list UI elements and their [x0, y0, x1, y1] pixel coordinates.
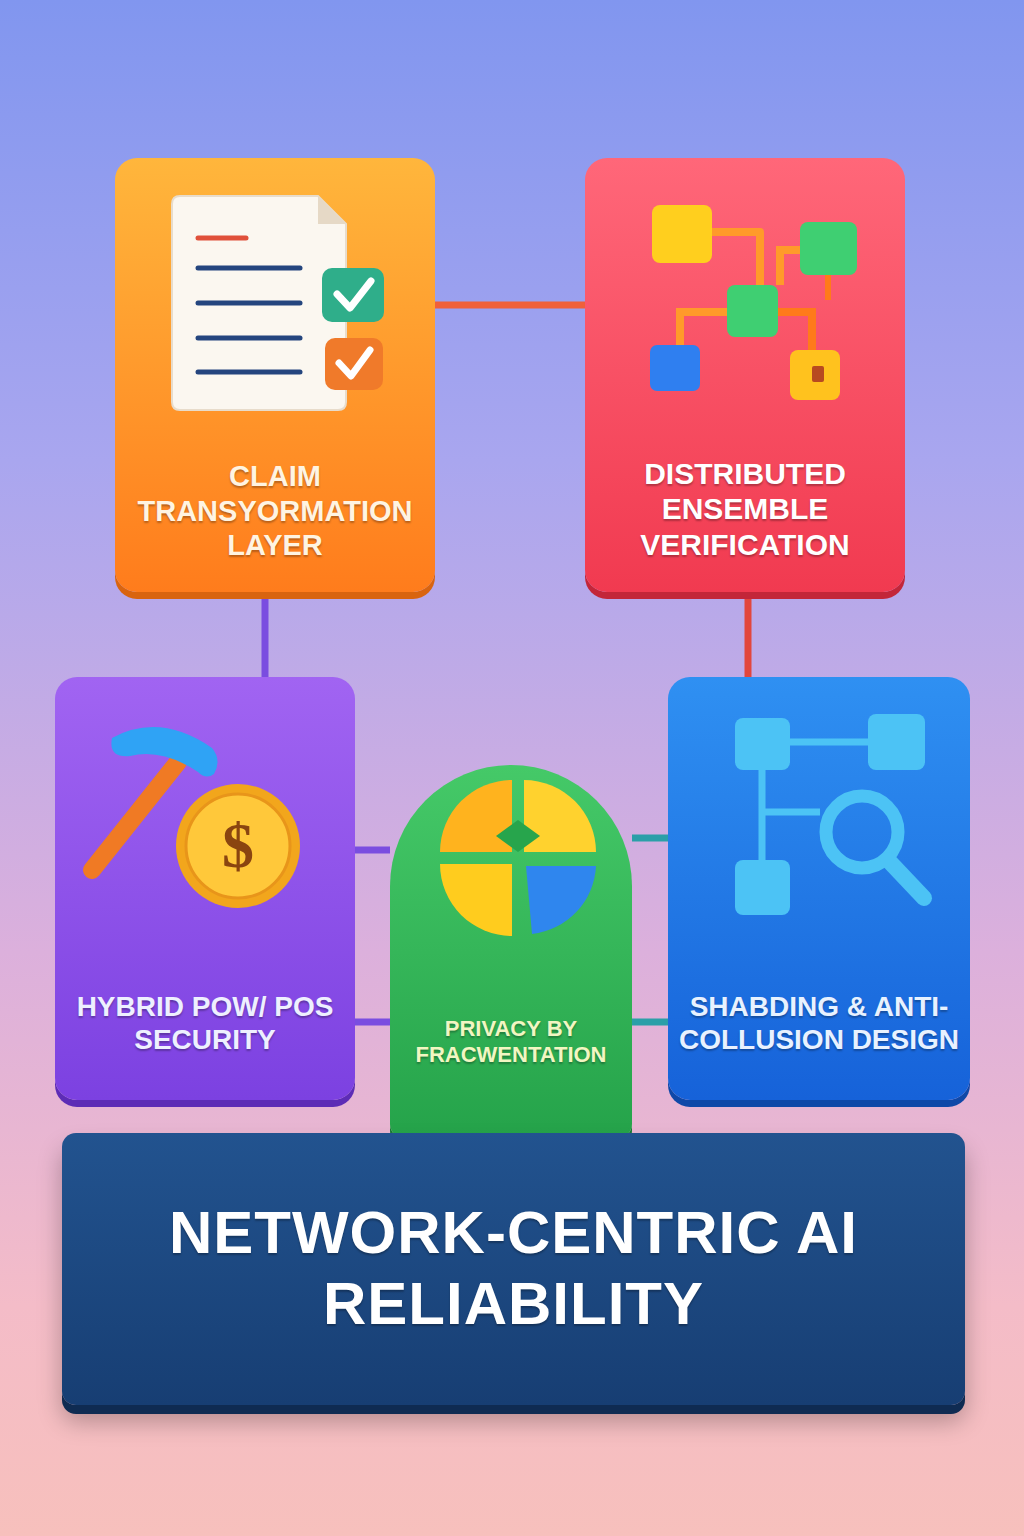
arch-box: PRIVACY BY FRACWENTATION: [390, 765, 632, 1138]
feature-box: HYBRID POW/ POS SECURITY: [55, 677, 355, 1100]
connector-line: [745, 592, 752, 677]
box-label: CLAIM TRANSYORMATION LAYER: [125, 459, 425, 562]
currency-symbol: $: [222, 814, 254, 878]
feature-box: CLAIM TRANSYORMATION LAYER: [115, 158, 435, 592]
feature-box: DISTRIBUTED ENSEMBLE VERIFICATION: [585, 158, 905, 592]
connector-line: [355, 1019, 390, 1026]
fragment-pie-icon: [440, 780, 596, 936]
box-label: SHABDING & ANTI-COLLUSION DESIGN: [678, 990, 960, 1056]
flowchart-icon: [650, 205, 857, 400]
connector-line: [435, 302, 585, 309]
connector-line: [632, 1019, 668, 1026]
pickaxe-coin-icon: [92, 727, 300, 908]
box-label: DISTRIBUTED ENSEMBLE VERIFICATION: [595, 456, 895, 562]
connector-line: [632, 835, 668, 842]
search-network-icon: [735, 714, 925, 915]
base-panel: NETWORK-CENTRIC AI RELIABILITY: [62, 1133, 965, 1405]
diagram-heading: NETWORK-CENTRIC AI RELIABILITY: [154, 1198, 874, 1340]
box-label: PRIVACY BY FRACWENTATION: [400, 1016, 622, 1068]
connector-line: [355, 847, 390, 854]
document-icon: [172, 196, 384, 410]
feature-box: SHABDING & ANTI-COLLUSION DESIGN: [668, 677, 970, 1100]
box-label: HYBRID POW/ POS SECURITY: [65, 990, 345, 1056]
connector-line: [262, 592, 269, 677]
